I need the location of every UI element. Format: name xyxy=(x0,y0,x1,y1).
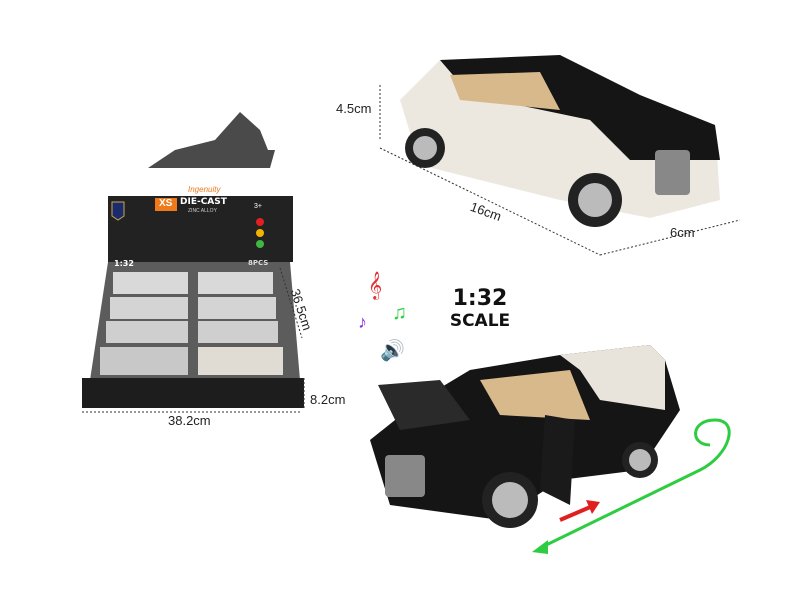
bottom-car-open-hood xyxy=(378,380,470,430)
bottom-car-rear-roof xyxy=(560,345,665,410)
bottom-car-grille xyxy=(385,455,425,497)
red-light-icon xyxy=(256,218,264,226)
green-light-icon xyxy=(256,240,264,248)
car-width-label: 6cm xyxy=(670,225,695,240)
box-depth-label: 8.2cm xyxy=(310,392,346,407)
motion-spiral-arrow xyxy=(539,418,731,550)
age-badge: 3+ xyxy=(254,203,262,210)
yellow-light-icon xyxy=(256,229,264,237)
box-mountain-header xyxy=(148,112,275,168)
brand-logo xyxy=(155,198,177,211)
top-car-grille xyxy=(655,150,690,195)
brand-mark: XS xyxy=(159,198,173,209)
car-packs xyxy=(100,272,283,375)
box-front xyxy=(82,378,304,408)
height-dimension-line xyxy=(279,267,303,339)
pull-back-arrow xyxy=(559,503,596,522)
scale-ratio: 1:32 xyxy=(452,286,508,311)
box-width-label: 38.2cm xyxy=(168,413,211,428)
bottom-car-open-door xyxy=(540,415,575,505)
box-back-panel xyxy=(108,196,293,262)
box-count: 8PCS xyxy=(248,259,269,267)
car-height-label: 4.5cm xyxy=(336,101,372,116)
tagline: Ingenuity xyxy=(188,185,221,194)
scale-word: SCALE xyxy=(449,311,511,331)
music-note-red-icon: 𝄞 xyxy=(368,272,383,299)
speaker-sound-icon: 🔊 xyxy=(380,340,405,362)
music-note-purple-icon: ♪ xyxy=(358,312,367,332)
box-scale: 1:32 xyxy=(114,259,134,268)
product-line: DIE-CAST xyxy=(180,197,227,207)
shield-icon xyxy=(111,201,125,221)
material: ZINC ALLOY xyxy=(188,208,217,214)
bottom-car-interior xyxy=(480,370,590,420)
top-car-interior xyxy=(450,72,560,110)
music-note-green-icon: ♫ xyxy=(392,302,407,324)
